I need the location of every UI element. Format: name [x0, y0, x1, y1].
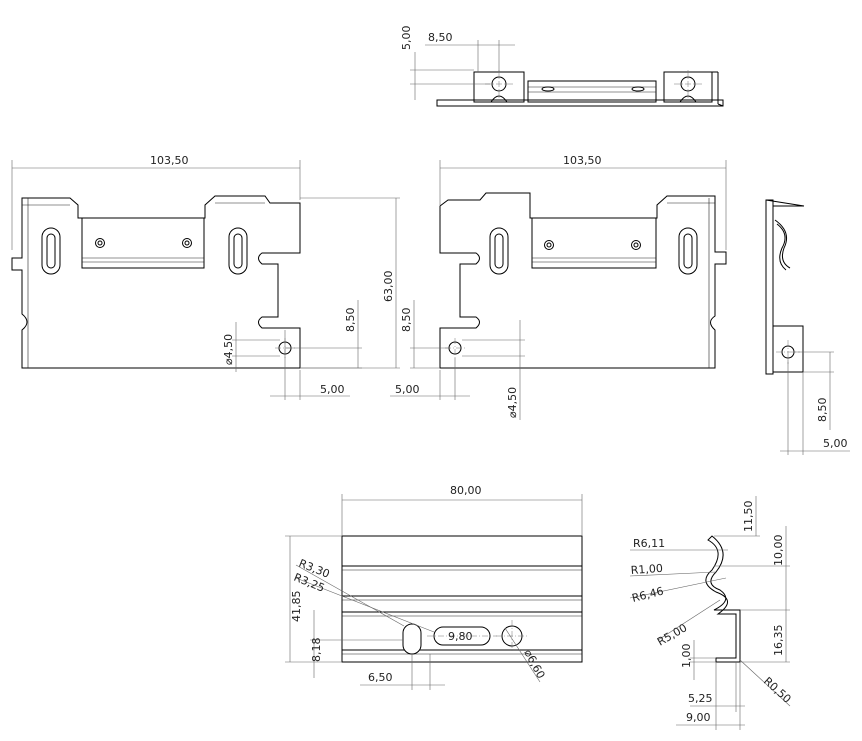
- top-view-center-block: [527, 80, 657, 103]
- plate-slot-vertical: [402, 623, 422, 655]
- middle-center-bracket: [531, 217, 657, 269]
- left-slot-outer-a: [41, 227, 61, 275]
- dim-p-v2: 10,00: [772, 535, 785, 567]
- plate-outline: [341, 535, 583, 663]
- dim-side-v: 8,50: [816, 398, 829, 423]
- side-view-clip: [774, 219, 791, 269]
- middle-front-view: [390, 160, 727, 420]
- dim-plate-height: 41,85: [290, 591, 303, 623]
- left-bracket-hole-b-inner: [184, 240, 190, 246]
- dim-mid-hole-h: 5,00: [395, 383, 420, 396]
- left-center-bracket: [81, 217, 205, 269]
- middle-bracket-hole-b-inner: [633, 242, 639, 248]
- middle-slot-outer-a: [489, 227, 509, 275]
- dim-left-hole-dia: ⌀4,50: [222, 334, 235, 365]
- top-view: [410, 40, 724, 107]
- side-view: [765, 199, 850, 455]
- dim-p-h1: 5,25: [688, 692, 713, 705]
- left-slot-outer-b: [228, 227, 248, 275]
- dim-p-v3: 16,35: [772, 625, 785, 657]
- middle-slot-inner-a: [494, 233, 504, 269]
- dim-left-hole-v: 8,50: [344, 308, 357, 333]
- dim-left-hole-h: 5,00: [320, 383, 345, 396]
- dim-p-r2: R1,00: [630, 562, 663, 577]
- left-slot-inner-b: [233, 233, 243, 269]
- middle-bracket-hole-a-inner: [546, 242, 552, 248]
- dim-slot-len: 9,80: [448, 630, 473, 643]
- left-bracket-hole-a-inner: [97, 240, 103, 246]
- dim-mid-hole-v: 8,50: [400, 308, 413, 333]
- dim-slot-h: 6,50: [368, 671, 393, 684]
- top-view-slot-left: [541, 86, 555, 92]
- left-plate-outline: [11, 195, 301, 369]
- left-slot-inner-a: [46, 233, 56, 269]
- dim-left-width: 103,50: [150, 154, 189, 167]
- profile-view: [629, 496, 791, 730]
- dim-top-h: 8,50: [428, 31, 453, 44]
- dim-mid-hole-dia: ⌀4,50: [506, 387, 519, 418]
- dim-right-width: 103,50: [563, 154, 602, 167]
- dim-p-h2: 9,00: [686, 711, 711, 724]
- profile-outline: [705, 535, 741, 663]
- dim-p-v4: 1,00: [680, 644, 693, 669]
- top-view-base-strip: [436, 99, 724, 107]
- middle-slot-inner-b: [683, 233, 693, 269]
- side-view-body: [765, 199, 774, 375]
- dim-top-v: 5,00: [400, 26, 413, 51]
- dim-slot-v: 8,18: [310, 638, 323, 663]
- dim-plate-width: 80,00: [450, 484, 482, 497]
- dim-side-h: 5,00: [823, 437, 848, 450]
- middle-slot-outer-b: [678, 227, 698, 275]
- side-view-clip-inner: [776, 223, 787, 271]
- dim-p-r3: R6,46: [631, 585, 665, 605]
- dim-hole-dia: ⌀6,60: [521, 647, 547, 681]
- plate-view: [285, 494, 583, 690]
- top-view-slot-right: [631, 86, 645, 92]
- dim-p-r1: R6,11: [633, 537, 665, 550]
- left-front-view: [11, 160, 400, 400]
- dim-p-r5: R0,50: [761, 675, 794, 706]
- dim-height: 63,00: [382, 271, 395, 303]
- dim-p-v1: 11,50: [742, 501, 755, 533]
- middle-plate-outline: [439, 192, 727, 369]
